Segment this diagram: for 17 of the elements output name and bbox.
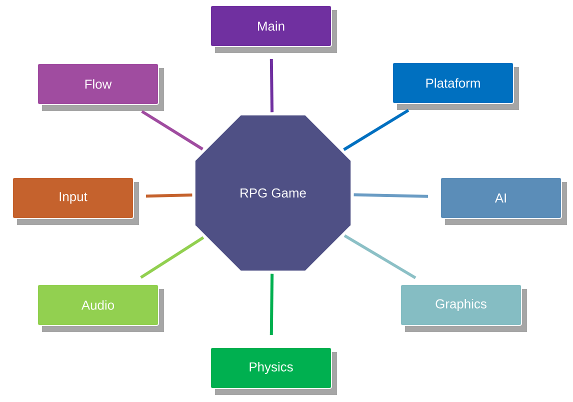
connector-line (344, 234, 416, 280)
topic-box: Graphics (400, 284, 527, 332)
connector-line (343, 108, 410, 151)
octagon-node: RPG Game (195, 115, 351, 271)
topic-box: AI (440, 177, 567, 225)
topic-box: Main (210, 5, 337, 53)
connector-line (354, 193, 428, 198)
topic-box: Input (12, 177, 139, 225)
topic-box: Flow (37, 63, 164, 111)
topic-box: Plataform (392, 62, 519, 110)
connector-line (270, 274, 274, 336)
topic-box: Audio (37, 284, 164, 332)
connector-line (141, 110, 204, 150)
topic-box: Physics (210, 347, 337, 395)
connector-line (140, 236, 204, 279)
connector-line (270, 58, 274, 112)
connector-line (146, 194, 192, 198)
